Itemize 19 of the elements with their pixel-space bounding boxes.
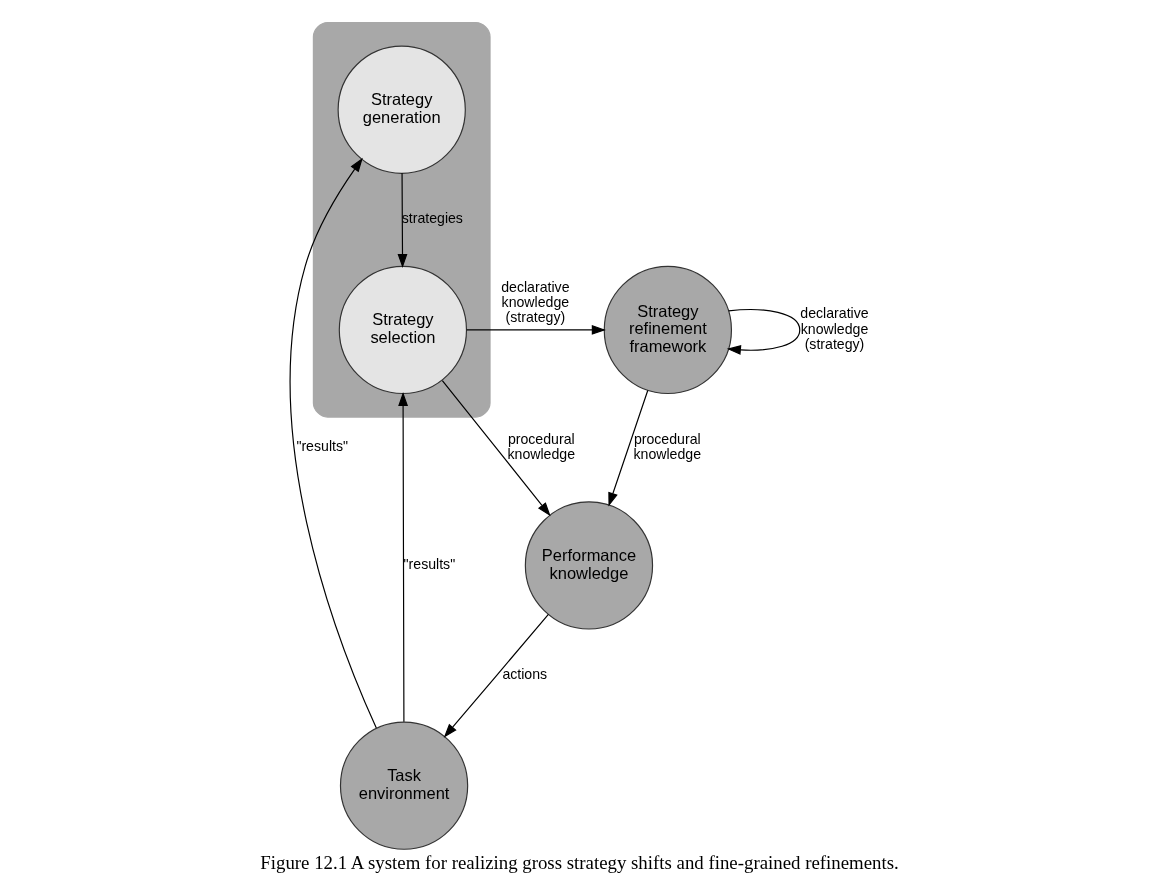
caption: Figure 12.1 A system for realizing gross strategy shifts and fine-grained refinements. bbox=[259, 852, 899, 874]
cluster bbox=[312, 21, 491, 418]
edge-label: "results" bbox=[403, 556, 455, 573]
arrow bbox=[397, 391, 408, 723]
arrow bbox=[441, 379, 551, 517]
edge-label: procedural knowledge bbox=[632, 430, 701, 462]
arrow bbox=[726, 309, 800, 355]
edge-label: declarative knowledge (strategy) bbox=[500, 278, 570, 326]
arrow bbox=[289, 157, 377, 729]
node-circle: Strategy refinement framework bbox=[603, 265, 732, 395]
edge-label: "results" bbox=[295, 438, 348, 455]
edge-label: procedural knowledge bbox=[506, 430, 575, 462]
arrow bbox=[607, 389, 648, 507]
edge-label: declarative knowledge (strategy) bbox=[799, 305, 869, 352]
arrow bbox=[397, 172, 407, 269]
arrow bbox=[443, 613, 549, 738]
edge-label: actions bbox=[501, 666, 547, 683]
arrow bbox=[465, 324, 606, 335]
node-circle: Strategy selection bbox=[338, 265, 467, 395]
